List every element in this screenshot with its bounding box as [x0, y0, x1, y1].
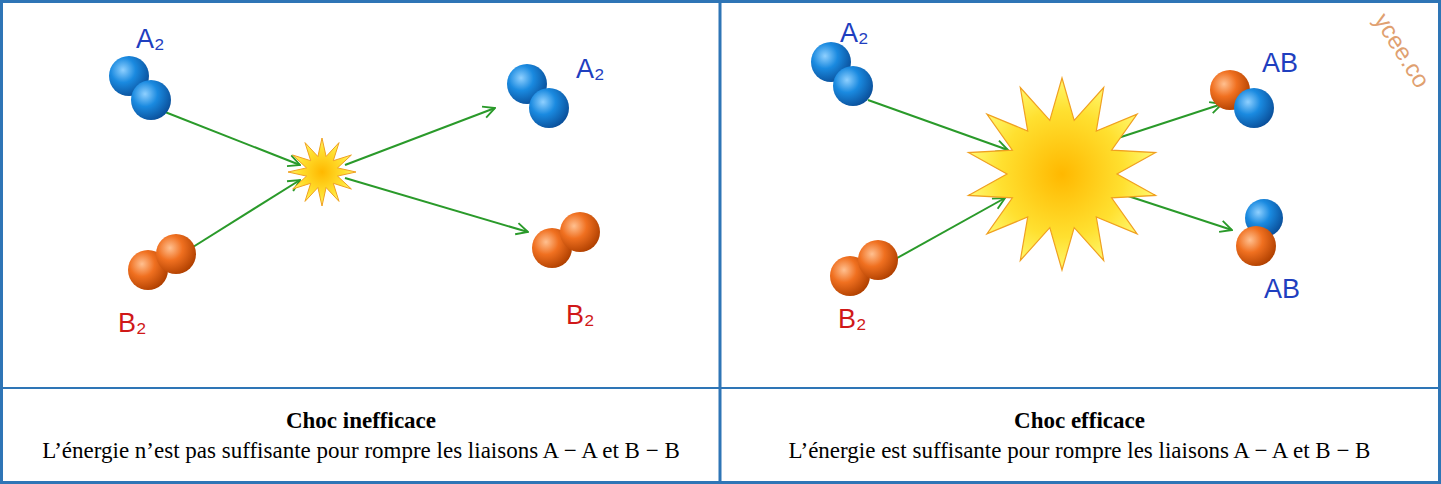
molecule-label: B₂ [838, 306, 867, 333]
collision-star [968, 78, 1155, 270]
caption-cell: Choc efficaceL’énergie est suffisante po… [722, 390, 1437, 482]
molecule-label: AB [1264, 276, 1300, 303]
molecule-a2 [507, 64, 569, 128]
caption-cell: Choc inefficaceL’énergie n’est pas suffi… [4, 390, 718, 482]
watermark: ycee.co [1368, 8, 1436, 93]
table-border [2, 387, 1440, 389]
cell-body: L’énergie est suffisante pour rompre les… [789, 436, 1371, 466]
cell-heading: Choc efficace [1014, 406, 1145, 436]
molecule-label: A₂ [840, 20, 869, 47]
molecule-label: AB [1262, 50, 1298, 77]
molecule-b2 [532, 212, 600, 268]
collision-star [288, 138, 356, 206]
table-border [719, 2, 722, 483]
molecule-label: A₂ [136, 26, 165, 53]
molecule-label: B₂ [118, 310, 147, 337]
molecule-label: A₂ [576, 56, 605, 83]
molecule-ab [1210, 70, 1274, 128]
molecule-label: B₂ [566, 302, 595, 329]
molecule-b2 [830, 240, 898, 296]
cell-heading: Choc inefficace [286, 406, 436, 436]
molecule-b2 [128, 234, 196, 290]
trajectory-arrows [165, 108, 528, 252]
molecule-ab [1236, 199, 1283, 266]
molecule-a2 [811, 42, 873, 106]
molecule-a2 [109, 56, 171, 120]
cell-body: L’énergie n’est pas suffisante pour romp… [42, 436, 680, 466]
